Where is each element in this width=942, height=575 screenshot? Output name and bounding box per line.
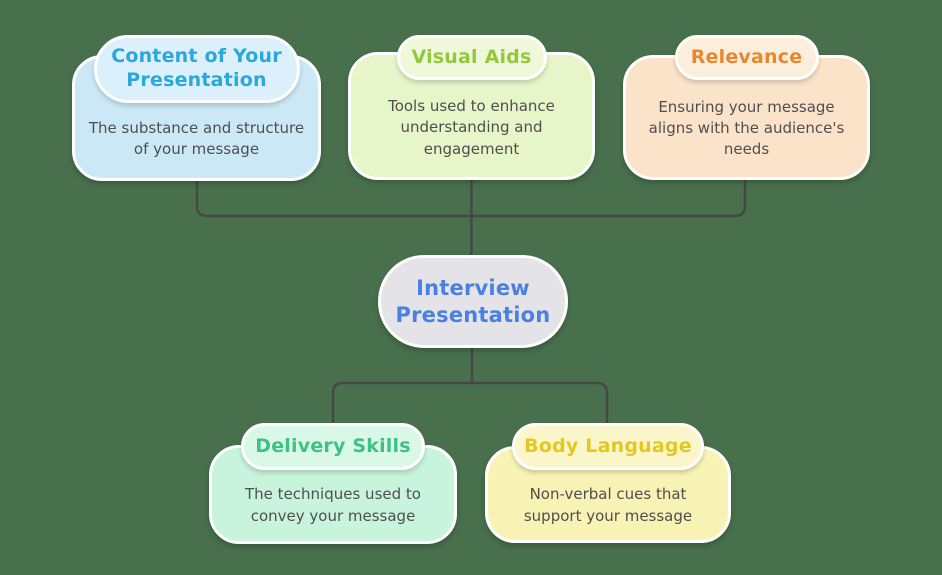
node-title: Delivery Skills <box>255 434 411 457</box>
node-title: Relevance <box>690 45 803 68</box>
node-interview-presentation: Interview Presentation <box>378 255 568 348</box>
node-description: The techniques used to convey your messa… <box>245 485 421 525</box>
node-title: Content of Your Presentation <box>111 45 282 91</box>
node-title-pill: Content of Your Presentation <box>93 35 300 103</box>
node-title: Visual Aids <box>411 45 532 68</box>
node-delivery-skills: Delivery Skills The techniques used to c… <box>209 423 457 544</box>
node-title-pill: Body Language <box>512 423 704 470</box>
node-title-pill: Visual Aids <box>396 35 547 80</box>
connector-bottom-bracket <box>331 381 609 423</box>
node-title-pill: Relevance <box>674 35 819 80</box>
node-visual-aids: Visual Aids Tools used to enhance unders… <box>348 35 595 180</box>
node-content-of-your-presentation: Content of Your Presentation The substan… <box>72 35 321 181</box>
node-description: The substance and structure of your mess… <box>88 118 305 158</box>
node-body-language: Body Language Non-verbal cues that suppo… <box>485 423 731 543</box>
node-relevance: Relevance Ensuring your message aligns w… <box>623 35 870 180</box>
node-description: Tools used to enhance understanding and … <box>388 97 555 158</box>
node-description: Non-verbal cues that support your messag… <box>523 485 693 525</box>
node-title: Body Language <box>524 434 692 457</box>
node-description: Ensuring your message aligns with the au… <box>648 97 845 159</box>
node-title-pill: Delivery Skills <box>241 423 425 470</box>
node-title: Interview Presentation <box>395 276 551 327</box>
